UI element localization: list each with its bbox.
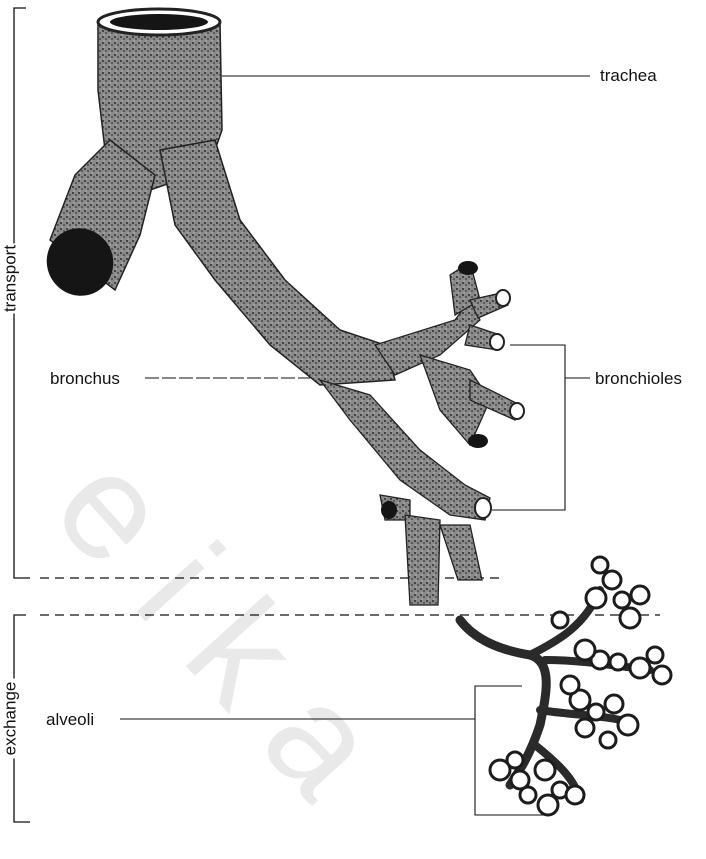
alveolus bbox=[507, 752, 523, 768]
alveolus bbox=[631, 586, 649, 604]
airway-illustration bbox=[0, 0, 706, 830]
label-bronchioles: bronchioles bbox=[595, 370, 682, 387]
alveolus bbox=[561, 676, 579, 694]
bronchiole-branches bbox=[320, 262, 520, 605]
label-transport-zone: transport bbox=[2, 244, 19, 314]
alveolus bbox=[592, 557, 608, 573]
alveolus bbox=[520, 787, 536, 803]
right-bronchus-shape bbox=[160, 140, 395, 385]
alveolus bbox=[575, 640, 595, 660]
alveolus bbox=[614, 592, 630, 608]
alveolus bbox=[566, 786, 584, 804]
alveolus bbox=[538, 795, 558, 815]
bronchioles-leader bbox=[492, 345, 565, 510]
alveolus bbox=[586, 588, 606, 608]
alveolus bbox=[535, 760, 555, 780]
alveolus bbox=[620, 608, 640, 628]
alveolus bbox=[603, 571, 621, 589]
alveolus bbox=[610, 654, 626, 670]
alveolus bbox=[630, 658, 650, 678]
label-exchange-zone: exchange bbox=[2, 679, 19, 759]
alveolus bbox=[605, 695, 623, 713]
airway-diagram: eika bbox=[0, 0, 706, 830]
left-bronchus-shape bbox=[34, 140, 155, 308]
label-bronchus: bronchus bbox=[50, 370, 120, 387]
label-alveoli: alveoli bbox=[46, 711, 94, 728]
alveolus bbox=[653, 666, 671, 684]
alveolus bbox=[552, 612, 568, 628]
alveolus bbox=[588, 704, 604, 720]
alveolus bbox=[647, 647, 663, 663]
alveolus bbox=[618, 715, 638, 735]
alveolus bbox=[600, 732, 616, 748]
alveolus bbox=[576, 719, 594, 737]
label-trachea: trachea bbox=[600, 67, 657, 84]
